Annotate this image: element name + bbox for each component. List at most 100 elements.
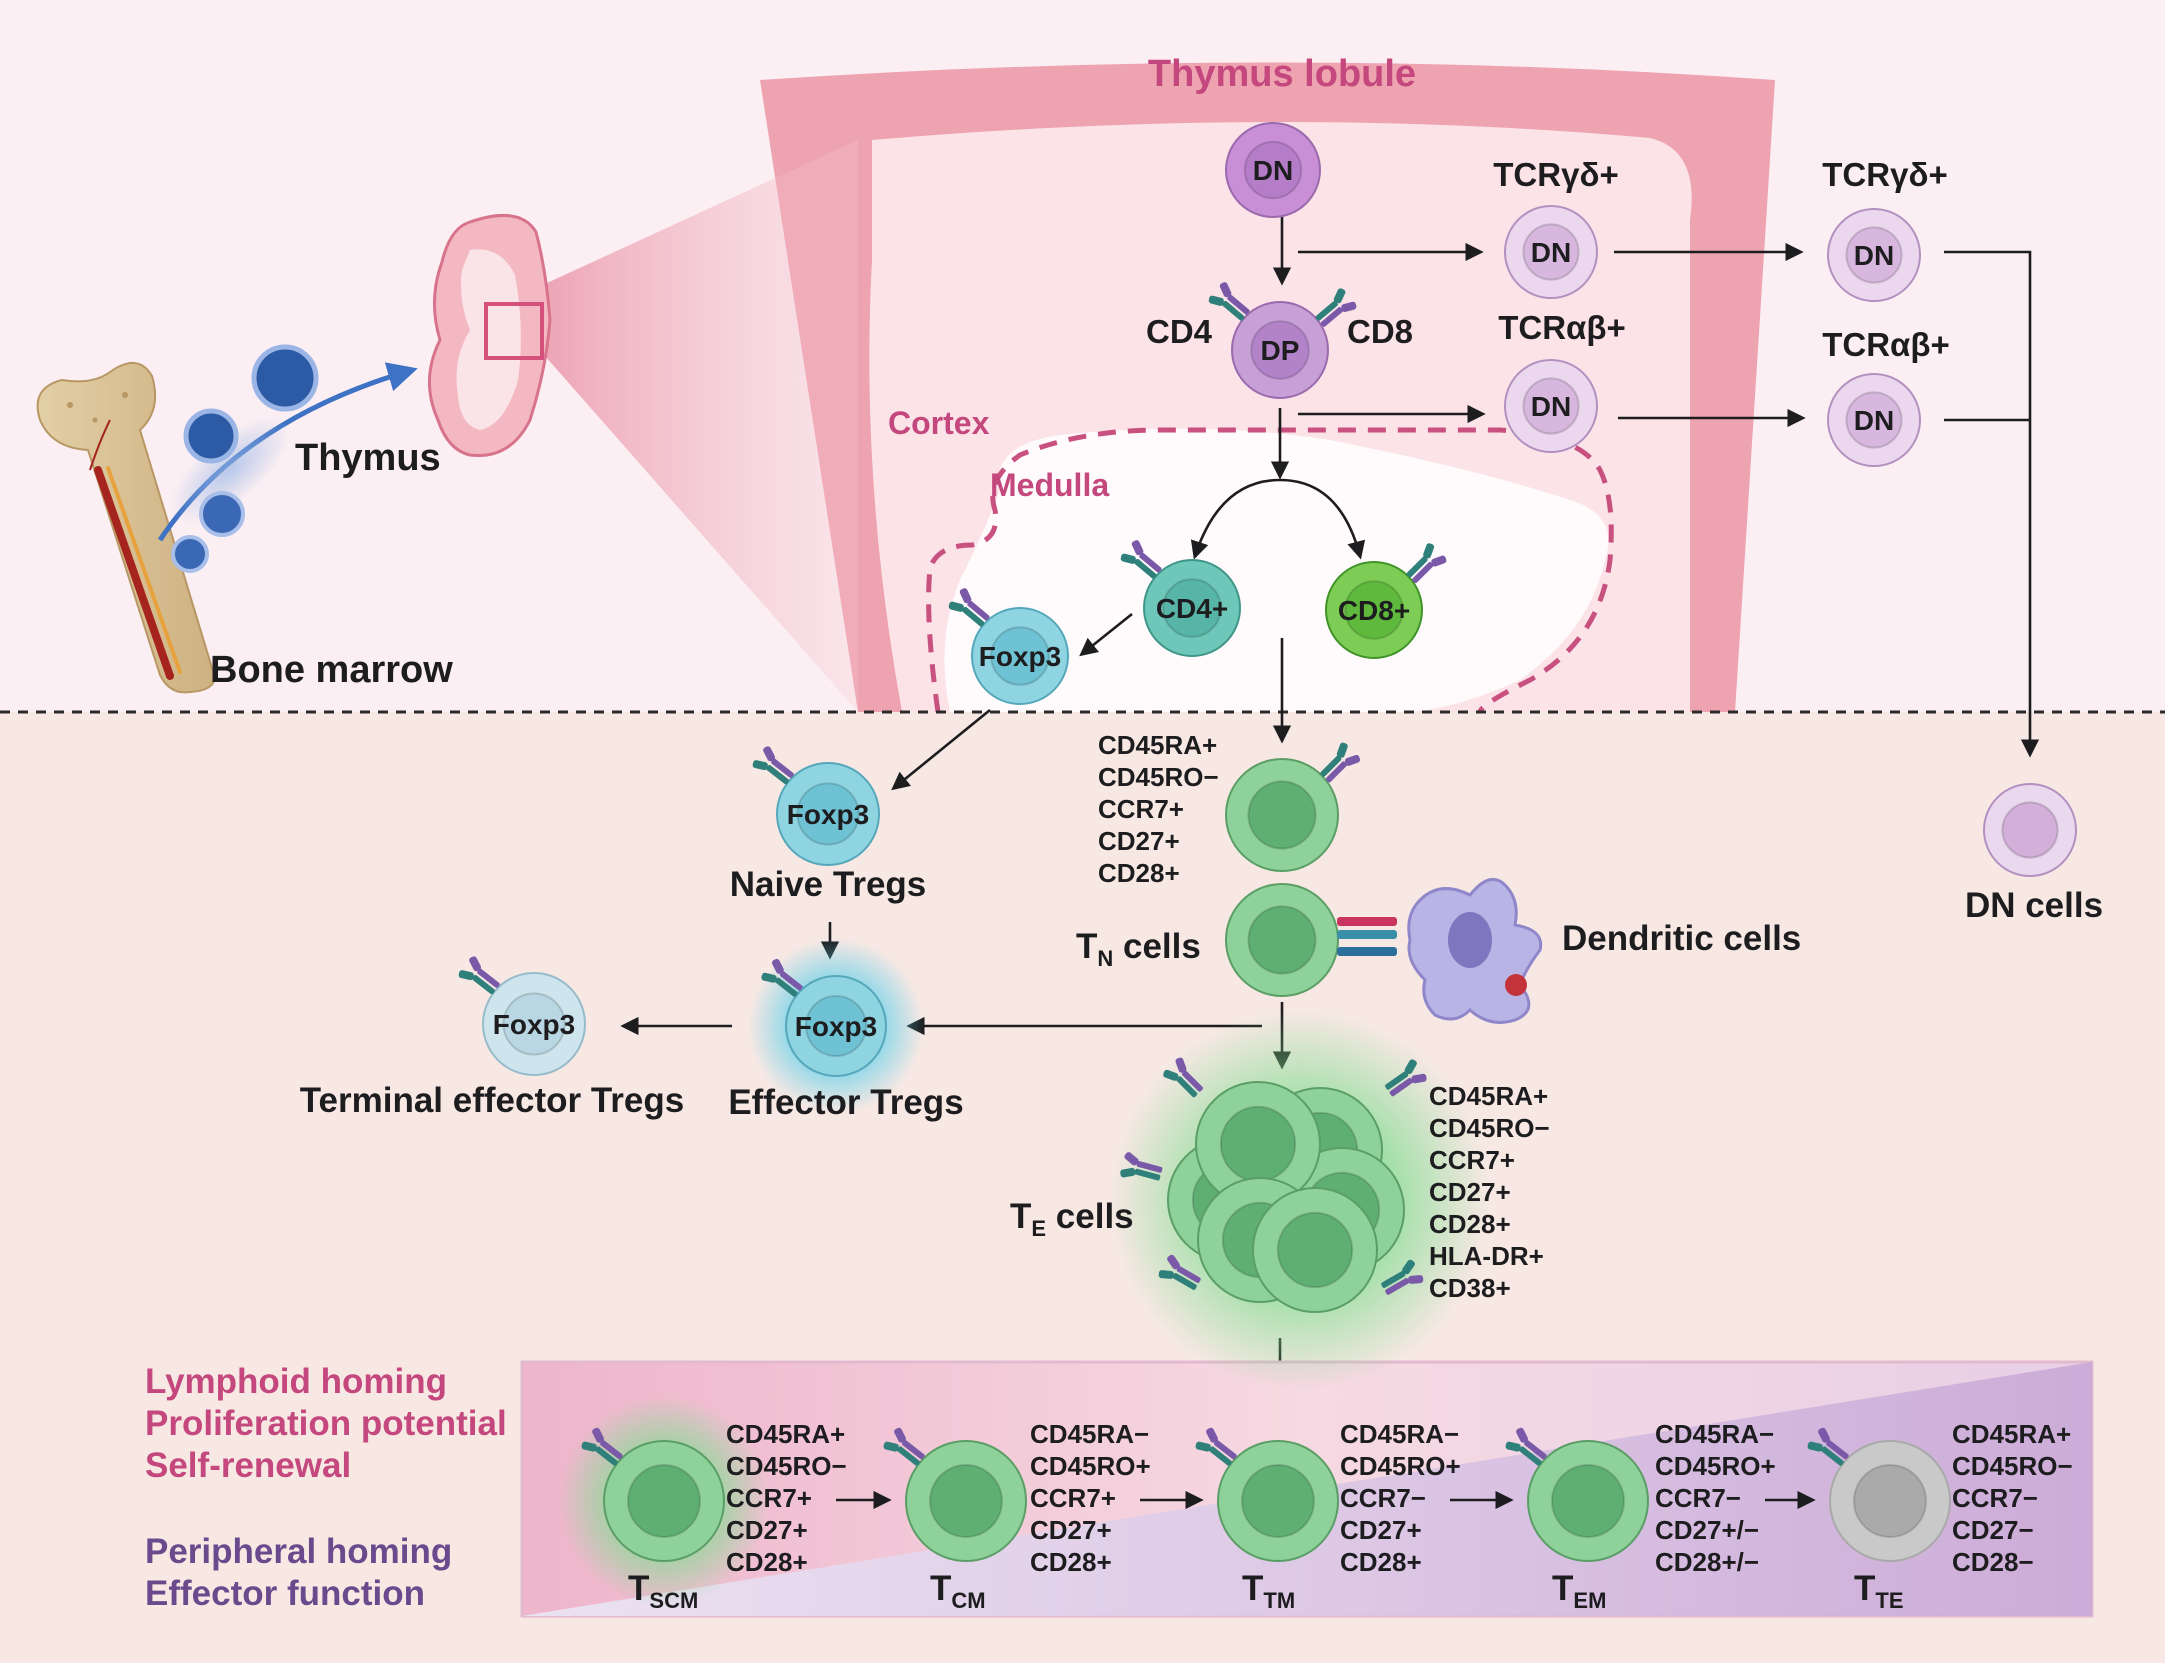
marker-label: CD28+ [726, 1547, 808, 1577]
subset-label-cm: TCM [930, 1569, 986, 1613]
marker-label: CCR7+ [1030, 1483, 1116, 1513]
subset-cell-scm [559, 1396, 769, 1606]
naive-t-cell-lower [1225, 883, 1339, 997]
marker-label: CD27+ [1098, 826, 1180, 856]
tcr-receptor-icon [948, 588, 990, 627]
subset-markers-cm: CD45RA−CD45RO+CCR7+CD27+CD28+ [1030, 1419, 1151, 1577]
peripheral-dn-cell [1983, 783, 2077, 877]
cd8-coreceptor-label: CD8 [1347, 313, 1413, 350]
tn-sub: N [1097, 946, 1113, 971]
subset-sub: EM [1573, 1588, 1606, 1613]
subset-sub: CM [951, 1588, 985, 1613]
marker-label: CD27+ [726, 1515, 808, 1545]
marker-label: CD28+ [1030, 1547, 1112, 1577]
cd8-single-positive-cell: CD8+ [1325, 543, 1447, 659]
cd4-single-positive-cell: CD4+ [1120, 540, 1241, 657]
proliferation-potential-label: Proliferation potential [145, 1404, 507, 1443]
cortex-label: Cortex [888, 405, 990, 441]
terminal-effector-treg-cell: Foxp3 [458, 956, 586, 1076]
tcr-receptor-icon [1505, 1427, 1547, 1466]
dn-tcr-ab-thymus-cell: DN [1504, 359, 1598, 453]
effector-function-label: Effector function [145, 1574, 425, 1613]
zoom-cone [510, 140, 858, 712]
marker-label: CD45RA+ [726, 1419, 845, 1449]
tcr-ab-thymus-label: TCRαβ+ [1498, 309, 1626, 346]
bone-marrow-label: Bone marrow [210, 649, 453, 691]
dn-cells-label: DN cells [1965, 886, 2103, 925]
te-suffix: cells [1046, 1197, 1134, 1236]
dendritic-cells-label: Dendritic cells [1562, 919, 1801, 958]
marker-label: CD45RO− [1429, 1113, 1550, 1143]
subset-main: T [1854, 1569, 1875, 1608]
marker-label: CD45RO− [1098, 762, 1219, 792]
tn-suffix: cells [1113, 927, 1201, 966]
subset-markers-te: CD45RA+CD45RO−CCR7−CD27−CD28− [1952, 1419, 2073, 1577]
naive-tregs-label: Naive Tregs [730, 865, 927, 904]
subset-cell-te [1807, 1427, 1951, 1562]
subset-sub: TE [1875, 1588, 1903, 1613]
tcr-receptor-icon [1385, 1059, 1427, 1097]
marker-label: CCR7− [1340, 1483, 1426, 1513]
medulla-label: Medulla [990, 467, 1109, 503]
marker-label: CD45RA− [1030, 1419, 1149, 1449]
dp-cell-label: DP [1261, 335, 1300, 366]
subset-main: T [930, 1569, 951, 1608]
subset-label-scm: TSCM [628, 1569, 698, 1613]
terminal-effector-treg-cell-label: Foxp3 [493, 1009, 575, 1040]
tcr-receptor-icon [1406, 543, 1447, 584]
marker-label: CD27− [1952, 1515, 2034, 1545]
marker-label: CD27+ [1340, 1515, 1422, 1545]
marker-label: HLA-DR+ [1429, 1241, 1544, 1271]
subset-sub: TM [1263, 1588, 1295, 1613]
cd4-single-positive-cell-label: CD4+ [1156, 593, 1228, 624]
dn-tcr-gd-thymus-cell: DN [1504, 205, 1598, 299]
cd4-coreceptor-label: CD4 [1146, 313, 1213, 350]
tcr-receptor-icon [1208, 282, 1250, 321]
terminal-effector-tregs-label: Terminal effector Tregs [300, 1081, 684, 1120]
dn-tcr-ab-periphery-cell: DN [1827, 373, 1921, 467]
marker-label: CD27+/− [1655, 1515, 1759, 1545]
te-cells-label: TE cells [1010, 1197, 1134, 1241]
tcr-receptor-icon [1381, 1259, 1424, 1295]
naive-treg-cell-label: Foxp3 [787, 799, 869, 830]
subset-markers-tm: CD45RA−CD45RO+CCR7−CD27+CD28+ [1340, 1419, 1461, 1577]
subset-main: T [1552, 1569, 1573, 1608]
marker-label: CD45RA+ [1098, 730, 1217, 760]
subset-label-em: TEM [1552, 1569, 1606, 1613]
marker-label: CD45RO+ [1030, 1451, 1151, 1481]
dn-tcr-gd-periphery-cell-label: DN [1854, 240, 1894, 271]
marker-label: CD45RA− [1340, 1419, 1459, 1449]
naive-treg-cell: Foxp3 [752, 746, 880, 866]
te-sub: E [1031, 1216, 1046, 1241]
marker-label: CD45RA+ [1429, 1081, 1548, 1111]
gradient-labels: Lymphoid homing Proliferation potential … [145, 1362, 507, 1613]
marker-label: CCR7− [1655, 1483, 1741, 1513]
thymic-treg-cell: Foxp3 [948, 588, 1069, 705]
subset-label-tm: TTM [1242, 1569, 1295, 1613]
dn-progenitor-cell: DN [1225, 122, 1321, 218]
tcr-receptor-icon [883, 1427, 925, 1466]
subset-markers-em: CD45RA−CD45RO+CCR7−CD27+/−CD28+/− [1655, 1419, 1776, 1577]
effector-treg-cell-label: Foxp3 [795, 1011, 877, 1042]
tn-main: T [1076, 927, 1097, 966]
marker-label: CD45RO− [726, 1451, 847, 1481]
marker-label: CCR7− [1952, 1483, 2038, 1513]
dn-progenitor-cell-label: DN [1253, 155, 1293, 186]
tcr-receptor-icon [752, 746, 794, 785]
tcr-receptor-icon [458, 956, 500, 995]
naive-t-cell-upper [1225, 742, 1361, 872]
thymus-lobule-label: Thymus lobule [1148, 53, 1416, 95]
marker-label: CD28+/− [1655, 1547, 1759, 1577]
marker-label: CD45RA− [1655, 1419, 1774, 1449]
marker-label: CD38+ [1429, 1273, 1511, 1303]
marker-label: CD27+ [1030, 1515, 1112, 1545]
migrating-progenitor-cells [157, 344, 418, 573]
subset-cell-em [1505, 1427, 1649, 1562]
dp-cell: DP [1208, 282, 1357, 399]
marker-label: CCR7+ [726, 1483, 812, 1513]
effector-tregs-label: Effector Tregs [728, 1083, 963, 1122]
tcr-gd-thymus-label: TCRγδ+ [1493, 156, 1618, 193]
marker-label: CD28+ [1429, 1209, 1511, 1239]
thymic-treg-cell-label: Foxp3 [979, 641, 1061, 672]
